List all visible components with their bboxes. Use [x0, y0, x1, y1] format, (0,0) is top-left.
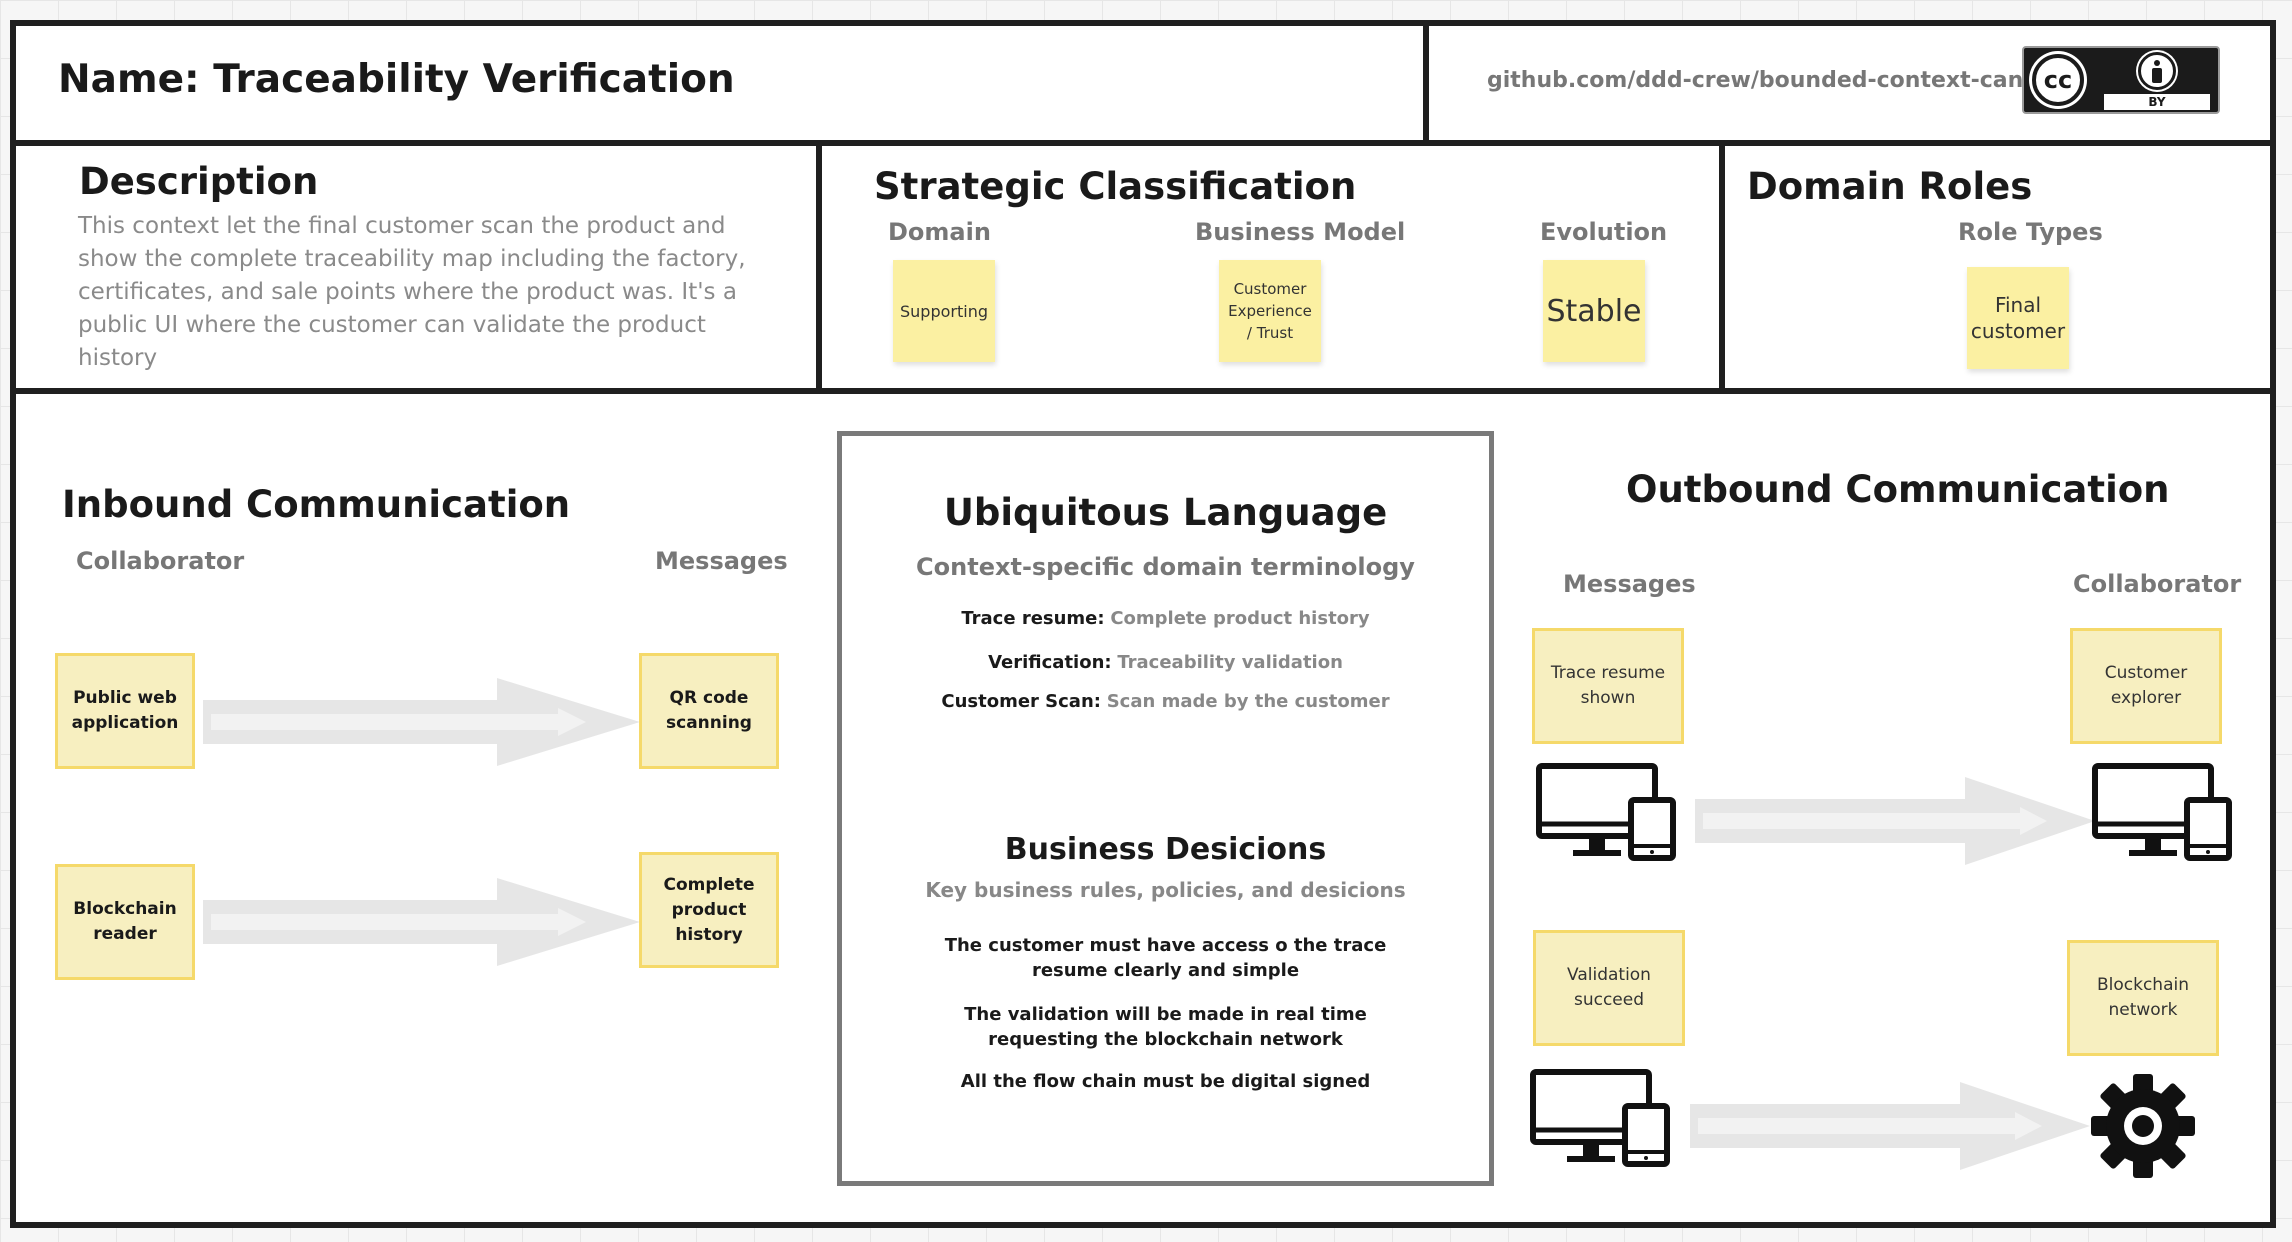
- attribution-icon: [2138, 52, 2176, 90]
- term-definition: Scan made by the customer: [1106, 691, 1390, 712]
- term-row: Trace resume: Complete product history: [842, 608, 1489, 629]
- business-decision: The validation will be made in real time…: [964, 1004, 1367, 1050]
- frame-right: [2270, 20, 2276, 1228]
- inbound-arrow: [203, 678, 640, 766]
- inbound-collaborator-label: Collaborator: [76, 547, 245, 575]
- ubiquitous-subtitle: Context-specific domain terminology: [916, 553, 1415, 581]
- inbound-collaborator-card[interactable]: Public web application: [55, 653, 195, 769]
- business-decisions-title: Business Desicions: [1004, 832, 1327, 867]
- bounded-context-canvas: Name: Traceability Verification github.c…: [10, 20, 2276, 1228]
- term-definition: Traceability validation: [1117, 652, 1343, 673]
- inbound-message-card[interactable]: Complete product history: [639, 852, 779, 968]
- license-by-label: BY: [2104, 94, 2210, 110]
- role-types-label: Role Types: [1958, 218, 2103, 246]
- frame-bottom: [10, 1222, 2276, 1228]
- ubiquitous-title: Ubiquitous Language: [943, 491, 1388, 534]
- business-model-sticky[interactable]: Customer Experience / Trust: [1219, 260, 1321, 362]
- outbound-title: Outbound Communication: [1626, 468, 2170, 511]
- inbound-title: Inbound Communication: [62, 483, 571, 526]
- context-name: Name: Traceability Verification: [58, 57, 735, 102]
- ubiquitous-language-box: Ubiquitous Language Context-specific dom…: [837, 431, 1494, 1186]
- role-sticky[interactable]: Final customer: [1967, 267, 2069, 369]
- outbound-collaborator-card[interactable]: Blockchain network: [2067, 940, 2219, 1056]
- outbound-collaborator-card[interactable]: Customer explorer: [2070, 628, 2222, 744]
- inbound-messages-label: Messages: [655, 547, 788, 575]
- inbound-collaborator-card[interactable]: Blockchain reader: [55, 864, 195, 980]
- domain-sticky[interactable]: Supporting: [893, 260, 995, 362]
- divider-header: [10, 140, 2276, 146]
- business-decisions-subtitle: Key business rules, policies, and desici…: [925, 878, 1406, 902]
- inbound-arrow: [203, 878, 640, 966]
- cc-license-badge[interactable]: cc BY: [2022, 46, 2220, 114]
- term-row: Customer Scan: Scan made by the customer: [842, 691, 1489, 712]
- devices-icon: [1530, 1069, 1670, 1167]
- business-decision: All the flow chain must be digital signe…: [960, 1071, 1371, 1092]
- domain-roles-title: Domain Roles: [1747, 165, 2033, 208]
- divider-description: [816, 146, 822, 394]
- term-name: Trace resume:: [961, 608, 1105, 629]
- frame-top: [10, 20, 2276, 26]
- business-model-label: Business Model: [1195, 218, 1406, 246]
- devices-icon: [2092, 763, 2232, 861]
- outbound-arrow: [1690, 1082, 2090, 1170]
- outbound-messages-label: Messages: [1563, 570, 1696, 598]
- repo-link[interactable]: github.com/ddd-crew/bounded-context-canv…: [1487, 68, 2066, 93]
- business-decision: The customer must have access o the trac…: [944, 935, 1387, 981]
- devices-icon: [1536, 763, 1676, 861]
- outbound-message-card[interactable]: Trace resume shown: [1532, 628, 1684, 744]
- term-name: Customer Scan:: [941, 691, 1101, 712]
- inbound-message-card[interactable]: QR code scanning: [639, 653, 779, 769]
- strategic-title: Strategic Classification: [874, 165, 1357, 208]
- term-row: Verification: Traceability validation: [842, 652, 1489, 673]
- divider-top-row: [10, 388, 2276, 394]
- outbound-arrow: [1695, 777, 2095, 865]
- term-name: Verification:: [988, 652, 1112, 673]
- cc-icon: cc: [2032, 54, 2084, 106]
- evolution-label: Evolution: [1540, 218, 1668, 246]
- divider-header-vertical: [1423, 20, 1429, 146]
- gear-icon: [2091, 1074, 2195, 1178]
- outbound-collaborator-label: Collaborator: [2073, 570, 2242, 598]
- description-text: This context let the final customer scan…: [78, 213, 746, 371]
- domain-label: Domain: [888, 218, 991, 246]
- frame-left: [10, 20, 16, 1228]
- description-title: Description: [79, 160, 319, 203]
- term-definition: Complete product history: [1110, 608, 1370, 629]
- outbound-message-card[interactable]: Validation succeed: [1533, 930, 1685, 1046]
- evolution-sticky[interactable]: Stable: [1543, 260, 1645, 362]
- divider-strategic: [1719, 146, 1725, 394]
